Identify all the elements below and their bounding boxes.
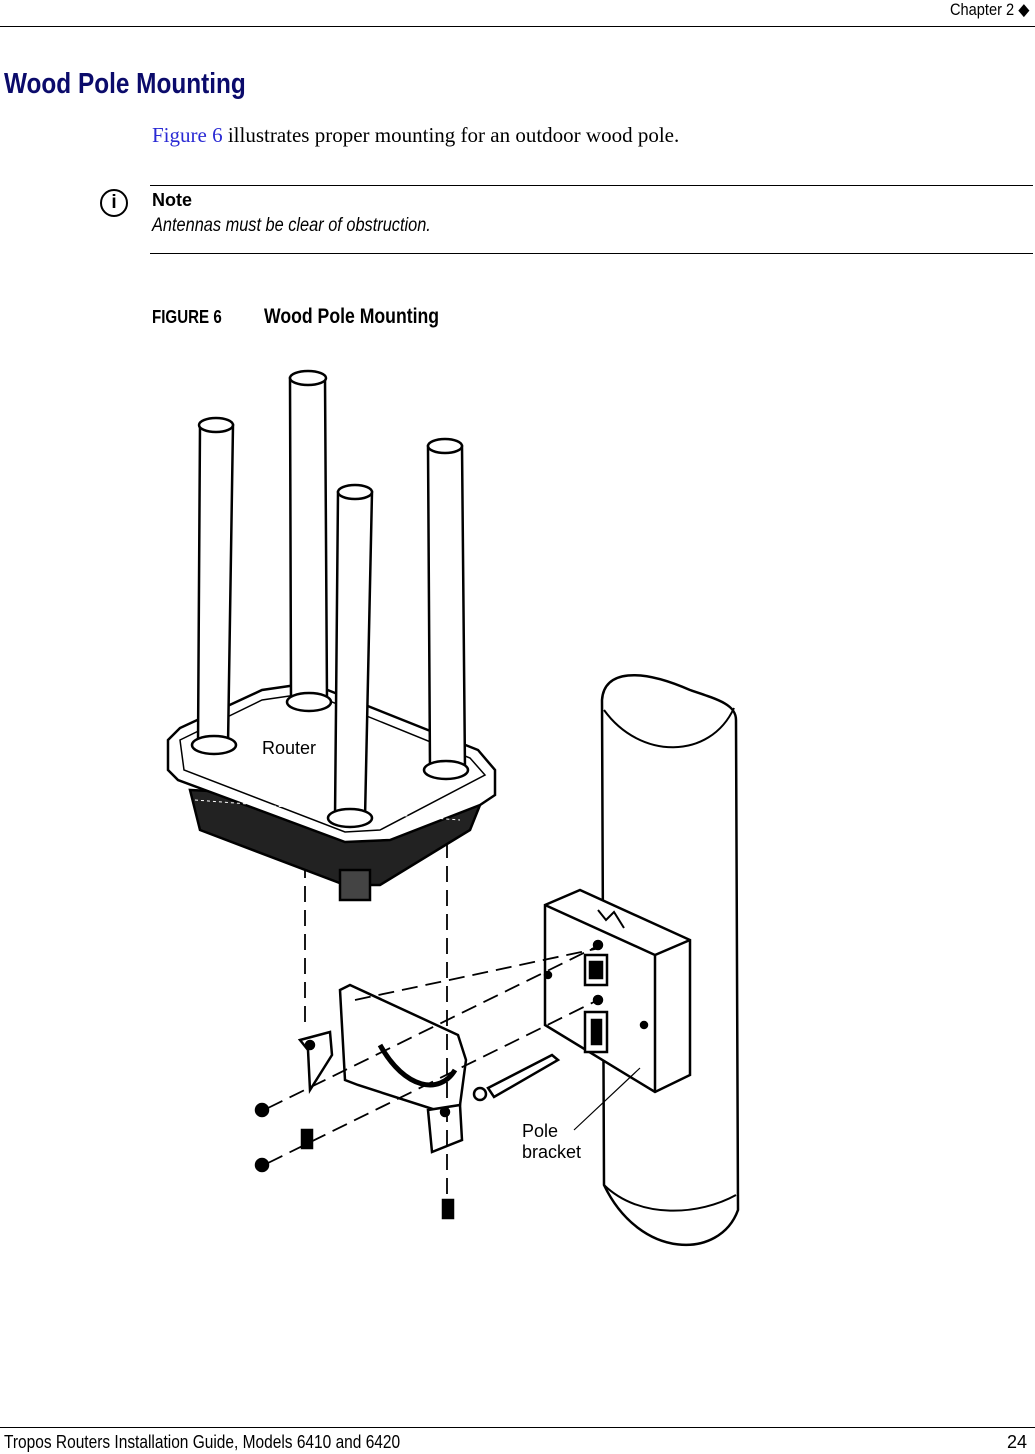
alignment-lines xyxy=(267,842,601,1200)
figure-link[interactable]: Figure 6 xyxy=(152,123,223,147)
screws xyxy=(254,1102,455,1220)
intro-text: illustrates proper mounting for an outdo… xyxy=(222,123,680,147)
chapter-header: Chapter 2 ◆ xyxy=(949,0,1029,19)
info-icon: i xyxy=(100,189,128,217)
figure-label: FIGURE 6 xyxy=(152,307,222,327)
mounting-bracket xyxy=(297,983,468,1154)
pole-callout: Pole xyxy=(522,1121,558,1141)
intro-paragraph: Figure 6 illustrates proper mounting for… xyxy=(152,123,679,148)
note-bottom-rule xyxy=(150,253,1033,254)
note-text: Antennas must be clear of obstruction. xyxy=(152,215,431,236)
footer-rule xyxy=(0,1427,1035,1428)
wood-pole-mounting-illustration: Router Pole bracket xyxy=(166,369,740,1247)
note-label: Note xyxy=(152,190,192,210)
bracket-leader-line xyxy=(573,1067,641,1131)
figure-title: Wood Pole Mounting xyxy=(264,305,440,328)
header-rule xyxy=(0,26,1035,27)
page-number: 24 xyxy=(1006,1432,1027,1452)
footer-guide-title: Tropos Routers Installation Guide, Model… xyxy=(4,1432,401,1452)
router-unit xyxy=(166,681,497,902)
bracket-callout: bracket xyxy=(522,1142,581,1162)
router-callout: Router xyxy=(262,738,316,758)
antennas xyxy=(190,369,470,829)
section-title: Wood Pole Mounting xyxy=(4,68,246,100)
note-top-rule xyxy=(150,185,1033,186)
lag-screw xyxy=(472,1053,561,1102)
